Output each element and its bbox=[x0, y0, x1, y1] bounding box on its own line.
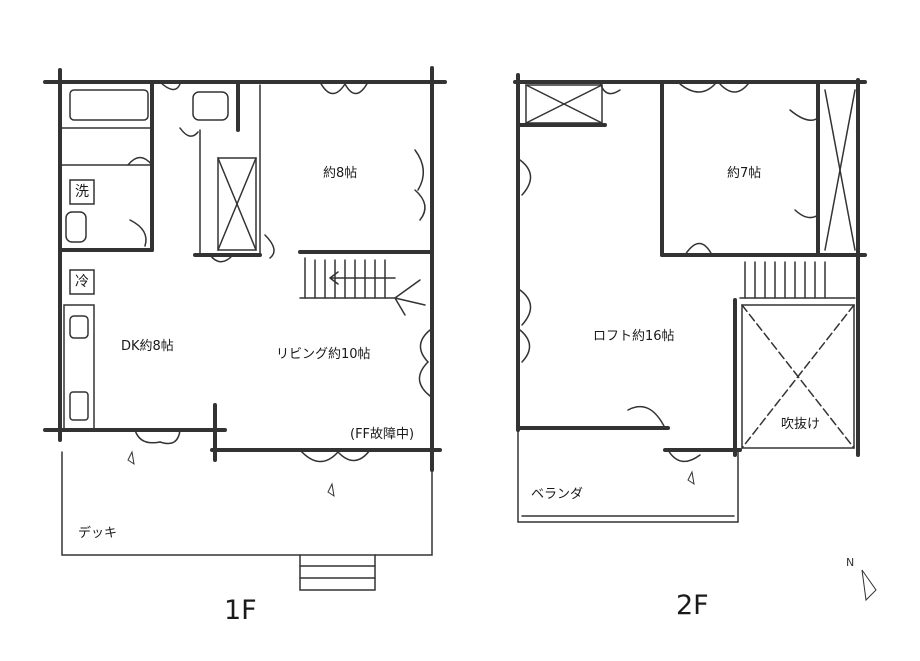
floor-title-2f: 2F bbox=[676, 590, 709, 621]
floor-title-1f: 1F bbox=[224, 595, 257, 626]
fridge-label: 冷 bbox=[75, 274, 89, 290]
second-floor-thin-lines bbox=[517, 81, 877, 602]
north-arrow-label: N bbox=[846, 556, 855, 569]
room-label-2f-void: 吹抜け bbox=[781, 417, 821, 432]
room-label-1f-bedroom: 約8帖 bbox=[323, 166, 358, 181]
room-label-2f-veranda: ベランダ bbox=[531, 487, 584, 502]
second-floor-walls bbox=[513, 73, 867, 457]
room-label-1f-note: (FF故障中) bbox=[350, 427, 415, 442]
room-label-1f-living: リビング約10帖 bbox=[276, 347, 371, 362]
washer-label: 洗 bbox=[75, 184, 89, 200]
first-floor-walls bbox=[43, 66, 447, 472]
first-floor-thin-lines bbox=[59, 81, 433, 591]
room-label-2f-loft: ロフト約16帖 bbox=[593, 329, 675, 344]
room-label-1f-dk: DK約8帖 bbox=[121, 339, 174, 354]
room-label-2f-bedroom: 約7帖 bbox=[727, 166, 762, 181]
room-label-1f-deck: デッキ bbox=[78, 526, 118, 541]
